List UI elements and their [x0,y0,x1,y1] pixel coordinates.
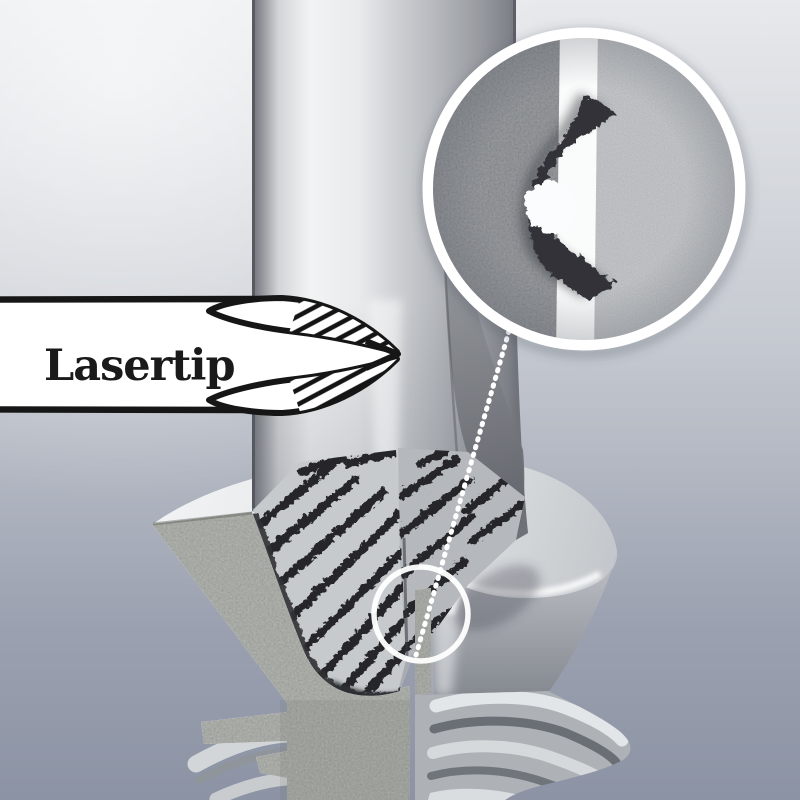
callout-line [413,328,512,658]
cutaway-lower-shade [280,700,410,800]
cutaway-top-edge [152,511,253,526]
wing-shadow [454,564,540,632]
bit-face-left [253,450,406,693]
magnifier-inner-shade [433,38,735,340]
recess-corner-edge [402,537,409,659]
lasertip-banner: Lasertip [0,295,401,416]
magnifier-circle [420,27,750,358]
laser-stripes-left [253,450,406,693]
tip-point-outline [364,338,401,371]
lasertip-recess [249,448,525,704]
screw-head-cutaway [152,511,431,800]
callout-ring [371,564,471,664]
cutaway-strip [415,588,431,695]
screw-head-cone [431,551,617,696]
lasertip-label: Lasertip [44,341,235,391]
tip-right-wing [445,268,525,539]
magnifier-detail [433,38,735,340]
